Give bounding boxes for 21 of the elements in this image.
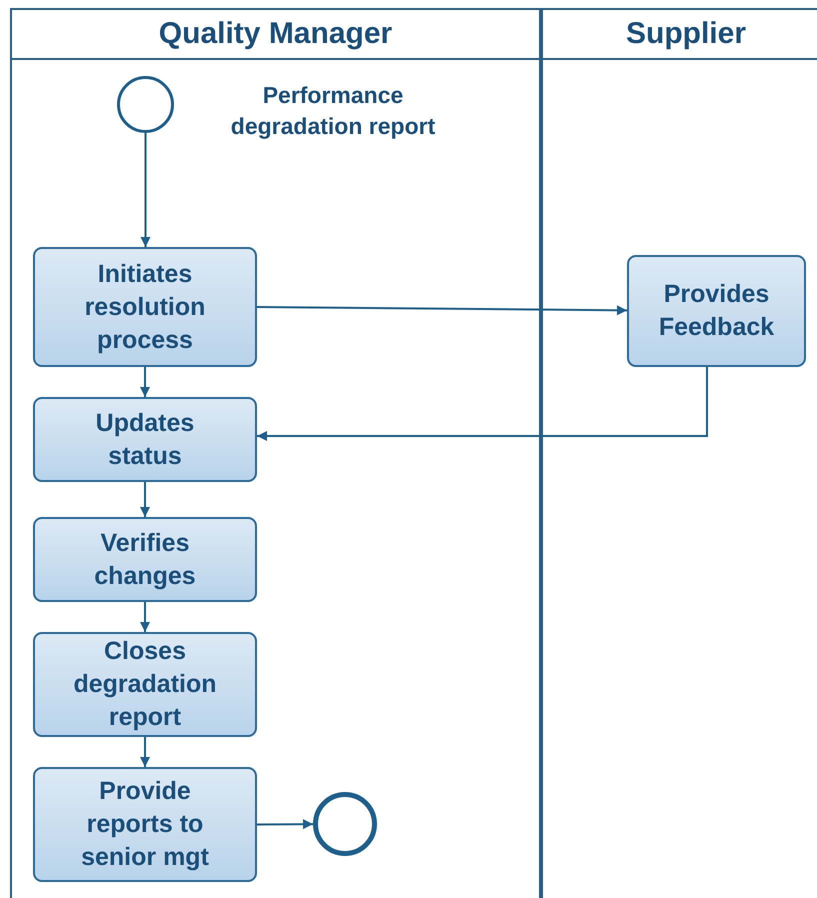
lane-header: Quality Manager xyxy=(12,10,539,60)
event-caption: Performance degradation report xyxy=(230,81,436,141)
task-box: Verifies changes xyxy=(33,517,257,602)
task-box: Initiates resolution process xyxy=(33,247,257,367)
arrow xyxy=(140,737,150,767)
lane-header: Supplier xyxy=(543,10,817,60)
swimlane xyxy=(541,8,817,898)
arrow xyxy=(257,819,313,830)
arrow xyxy=(257,305,627,316)
task-box: Provide reports to senior mgt xyxy=(33,767,257,882)
task-box: Closes degradation report xyxy=(33,632,257,737)
start-event-circle xyxy=(117,76,174,133)
arrow xyxy=(140,482,150,517)
arrow xyxy=(257,367,708,441)
swimlane xyxy=(10,8,541,898)
task-box: Updates status xyxy=(33,397,257,482)
arrow xyxy=(140,367,150,397)
arrow xyxy=(140,602,150,632)
arrow xyxy=(140,133,150,247)
end-event-circle xyxy=(313,792,377,856)
task-box: Provides Feedback xyxy=(627,255,806,367)
